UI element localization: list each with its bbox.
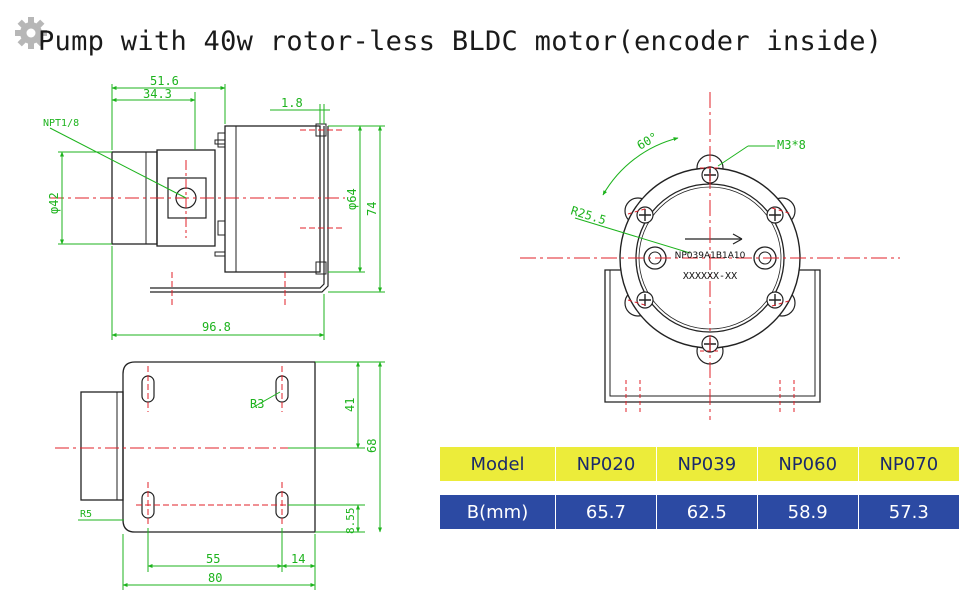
dim-34-3: 34.3 — [143, 87, 172, 101]
header-cell: NP039 — [656, 447, 758, 481]
row-cell: 57.3 — [888, 501, 929, 523]
bottom-view: R3 41 68 8.55 R5 55 14 80 — [55, 361, 385, 590]
side-view: 51.6 34.3 1.8 NPT1/8 φ42 φ64 74 96.8 — [43, 74, 385, 340]
dim-r5: R5 — [80, 509, 92, 520]
header-cell: NP070 — [879, 453, 939, 475]
dim-80: 80 — [208, 571, 222, 585]
header-cell: Model — [440, 447, 556, 481]
dim-96-8: 96.8 — [202, 320, 231, 334]
front-view: 60° M3*8 R25.5 NP039A1B1A10 XXXXXX-XX — [520, 92, 900, 420]
row-cell: 58.9 — [757, 495, 859, 529]
page-title: Pump with 40w rotor-less BLDC motor(enco… — [38, 26, 883, 57]
row-cell: 65.7 — [555, 495, 657, 529]
row-cell: 62.5 — [656, 495, 758, 529]
dim-74: 74 — [365, 202, 379, 216]
dim-m3x8: M3*8 — [777, 138, 806, 152]
gear-icon — [15, 17, 47, 49]
nameplate-serial: XXXXXX-XX — [683, 271, 737, 282]
header-cell: NP020 — [555, 447, 657, 481]
dim-51-6: 51.6 — [150, 74, 179, 88]
dim-14: 14 — [291, 552, 305, 566]
dim-npt: NPT1/8 — [43, 118, 79, 129]
model-table-row: B(mm) 65.7 62.5 58.9 57.3 — [440, 495, 959, 529]
dim-phi64: φ64 — [345, 188, 359, 210]
dim-1-8: 1.8 — [281, 96, 303, 110]
dim-angle60: 60° — [635, 130, 661, 153]
row-cell: B(mm) — [440, 495, 556, 529]
dim-41: 41 — [343, 398, 357, 412]
dim-8-55: 8.55 — [344, 508, 357, 535]
dim-phi42: φ42 — [47, 192, 61, 214]
dim-55: 55 — [206, 552, 220, 566]
dim-r25-5: R25.5 — [569, 203, 608, 227]
dim-68: 68 — [365, 439, 379, 453]
model-table-header: Model NP020 NP039 NP060 NP070 — [440, 447, 959, 481]
dim-r3: R3 — [250, 397, 264, 411]
nameplate-model: NP039A1B1A10 — [675, 251, 746, 261]
header-cell: NP060 — [757, 447, 859, 481]
